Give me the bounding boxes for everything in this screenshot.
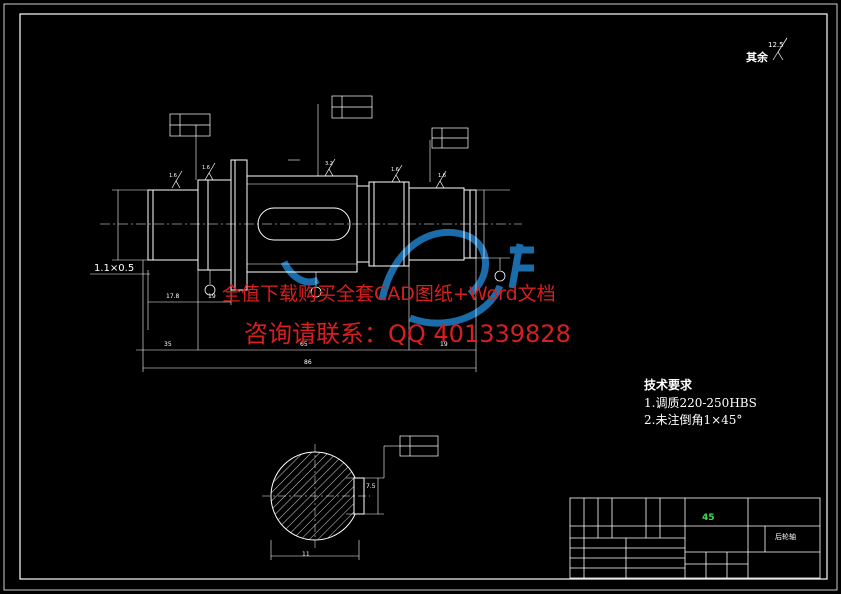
tech-requirements-line-1: 1.调质220-250HBS: [644, 396, 757, 410]
dim-d5: 19: [440, 341, 448, 348]
dim-d6: 86: [304, 359, 312, 366]
roughness-value: 1.6: [169, 173, 177, 179]
surface-finish-label: 其余: [746, 51, 768, 64]
dim-d2: 19: [208, 293, 216, 300]
title-block: [569, 497, 821, 579]
dimension-lines: [90, 104, 510, 372]
section-view: [262, 444, 400, 560]
tolerance-frames: [169, 95, 469, 457]
watermark-text-line-1: 全值下载购买全套CAD图纸+Word文档: [222, 283, 556, 305]
datum-symbols: [204, 270, 506, 298]
material-label: 45: [702, 513, 715, 523]
dim-d3: 35: [164, 341, 172, 348]
dim-chamfer: 1.1×0.5: [94, 263, 135, 274]
watermark-text-line-2: 咨询请联系：QQ 401339828: [244, 320, 571, 348]
shaft-front-view: [100, 159, 522, 291]
surface-finish-value: 12.5: [768, 41, 784, 49]
dim-d4: 65: [300, 341, 308, 348]
tech-requirements-line-2: 2.未注倒角1×45°: [644, 413, 743, 427]
dim-section-depth: 7.5: [366, 483, 376, 490]
watermark-logo: [280, 228, 534, 327]
roughness-value: 1.6: [202, 165, 210, 171]
roughness-value: 3.2: [325, 161, 333, 167]
drawing-frame: [3, 3, 838, 591]
part-name-label: 后轮轴: [775, 533, 796, 541]
roughness-symbols: [171, 37, 788, 189]
roughness-value: 1.6: [438, 173, 446, 179]
dim-section-width: 11: [302, 551, 310, 558]
roughness-value: 1.6: [391, 167, 399, 173]
dim-d1: 17.8: [166, 293, 180, 300]
tech-requirements-title: 技术要求: [644, 378, 693, 392]
